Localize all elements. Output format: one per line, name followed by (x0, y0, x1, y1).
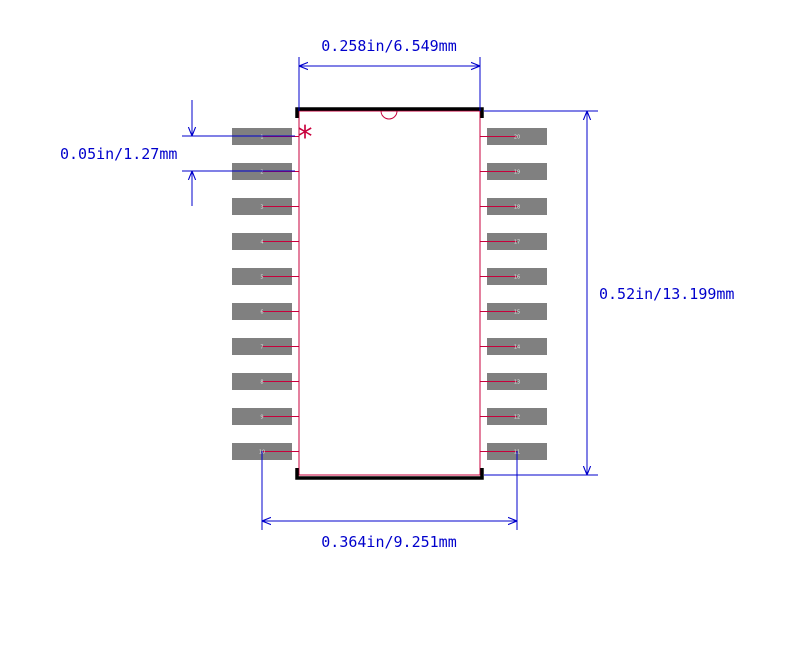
dim-overall-width: 0.364in/9.251mm (261, 451, 518, 551)
right-pin-number-12: 12 (514, 415, 520, 421)
right-pin-number-14: 14 (514, 345, 520, 351)
pin1-notch (380, 110, 398, 120)
left-pin-number-1: 1 (260, 135, 263, 141)
body-outline (298, 110, 481, 476)
right-pin-number-20: 20 (514, 135, 520, 141)
right-pin-number-19: 19 (514, 170, 520, 176)
left-pin-number-6: 6 (260, 310, 263, 316)
silkscreen-top (295, 107, 484, 118)
pin1-marker: * (298, 120, 313, 155)
dim-body-width: 0.258in/6.549mm (298, 37, 481, 111)
dim-pitch-label: 0.05in/1.27mm (60, 145, 177, 163)
silkscreen-bottom (295, 468, 484, 480)
right-pin-number-17: 17 (514, 240, 520, 246)
dim-body-length-label: 0.52in/13.199mm (599, 285, 734, 303)
dim-pitch: 0.05in/1.27mm (60, 100, 295, 206)
left-pin-number-2: 2 (260, 170, 263, 176)
left-pin-number-9: 9 (260, 415, 263, 421)
right-pin-number-16: 16 (514, 275, 520, 281)
dim-overall-width-label: 0.364in/9.251mm (321, 533, 456, 551)
left-pin-number-4: 4 (260, 240, 263, 246)
pads: 1234567891020191817161514131211 (232, 128, 547, 460)
left-pin-number-3: 3 (260, 205, 263, 211)
dim-body-length: 0.52in/13.199mm (484, 110, 734, 476)
left-pin-number-7: 7 (260, 345, 263, 351)
dim-body-width-label: 0.258in/6.549mm (321, 37, 456, 55)
right-pin-number-15: 15 (514, 310, 520, 316)
right-pin-number-13: 13 (514, 380, 520, 386)
right-pin-number-18: 18 (514, 205, 520, 211)
left-pin-number-8: 8 (260, 380, 263, 386)
left-pin-number-5: 5 (260, 275, 263, 281)
